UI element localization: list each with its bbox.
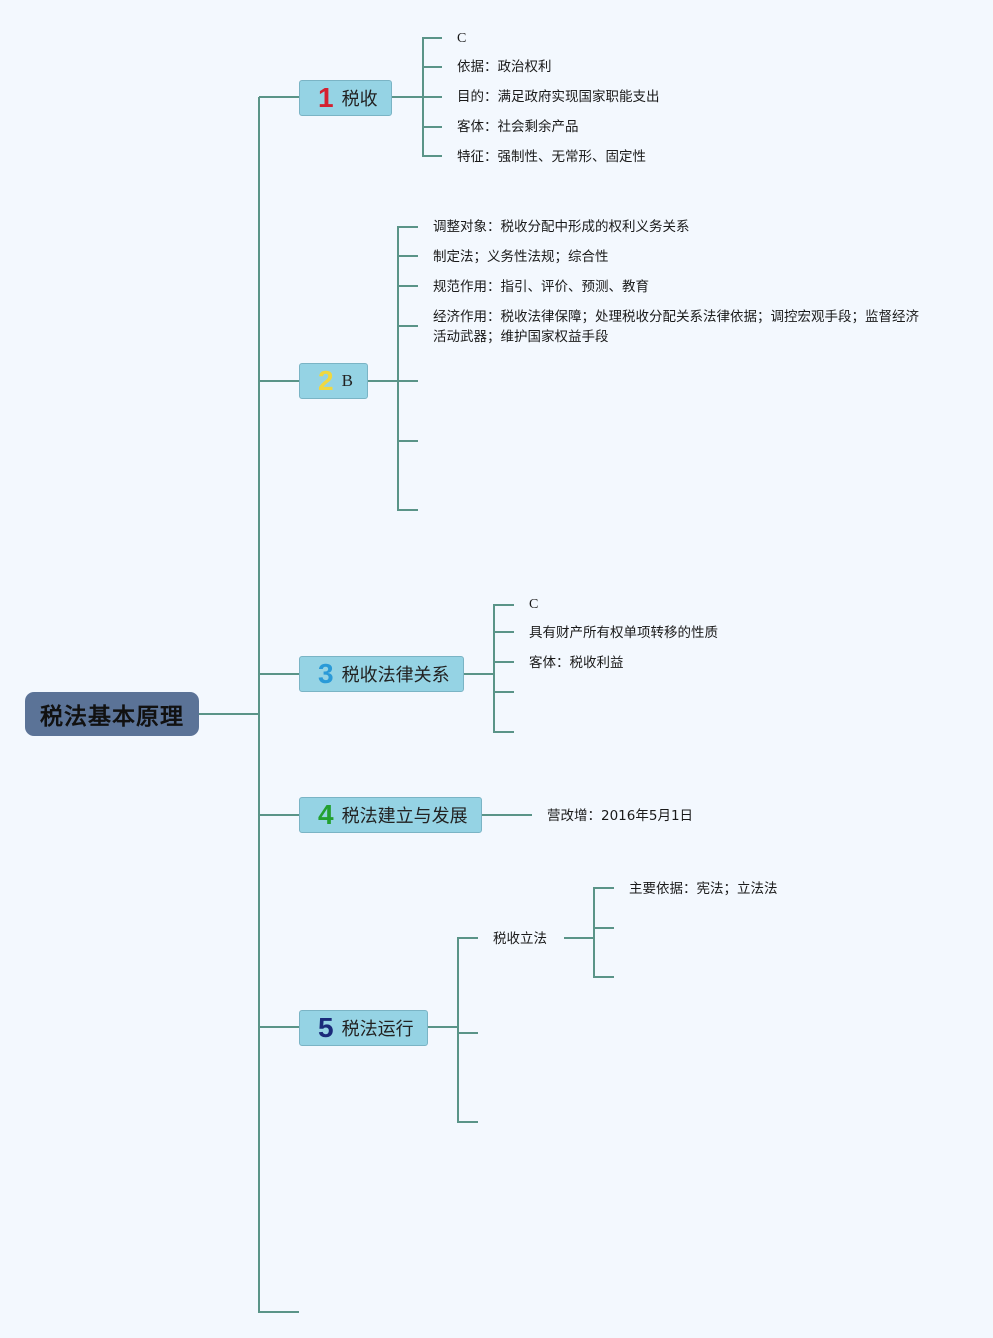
leaf-node[interactable]: 客体：社会剩余产品 bbox=[457, 119, 579, 135]
root-label: 税法基本原理 bbox=[40, 704, 184, 730]
topic-label: B bbox=[341, 371, 353, 390]
leaf-node[interactable]: 特征：强制性、无常形、固定性 bbox=[457, 149, 646, 165]
leaf-node[interactable]: 主要依据：宪法；立法法 bbox=[629, 881, 778, 897]
topic-label: 税收法律关系 bbox=[341, 665, 450, 686]
leaf-node[interactable]: 营改增：2016年5月1日 bbox=[547, 808, 694, 824]
topic-label: 税法建立与发展 bbox=[341, 806, 468, 827]
leaf-node[interactable]: 经济作用：税收法律保障；处理税收分配关系法律依据；调控宏观手段；监督经济活动武器… bbox=[433, 309, 919, 345]
number-4-icon: 4 bbox=[318, 799, 334, 830]
leaf-node[interactable]: 客体：税收利益 bbox=[529, 655, 624, 671]
leaf-node[interactable]: 规范作用：指引、评价、预测、教育 bbox=[433, 279, 649, 295]
topic-label: 税法运行 bbox=[341, 1019, 414, 1040]
number-2-icon: 2 bbox=[318, 365, 334, 396]
number-3-icon: 3 bbox=[318, 658, 334, 689]
number-1-icon: 1 bbox=[318, 82, 334, 113]
leaf-node[interactable]: 目的：满足政府实现国家职能支出 bbox=[457, 89, 660, 105]
topic-4-node[interactable]: 4 税法建立与发展 bbox=[299, 797, 482, 833]
leaf-node[interactable]: 制定法；义务性法规；综合性 bbox=[433, 249, 609, 265]
topic-5-node[interactable]: 5 税法运行 bbox=[299, 1010, 428, 1046]
leaf-node[interactable]: C bbox=[529, 597, 539, 612]
root-node[interactable]: 税法基本原理 bbox=[25, 692, 199, 736]
topic-2-node[interactable]: 2 B bbox=[299, 363, 368, 399]
number-5-icon: 5 bbox=[318, 1012, 334, 1043]
subtopic-node[interactable]: 税收立法 bbox=[493, 931, 547, 947]
leaf-node[interactable]: 依据：政治权利 bbox=[457, 59, 552, 75]
leaf-node[interactable]: 具有财产所有权单项转移的性质 bbox=[529, 625, 718, 641]
topic-3-node[interactable]: 3 税收法律关系 bbox=[299, 656, 464, 692]
topic-label: 税收 bbox=[341, 89, 378, 110]
topic-1-node[interactable]: 1 税收 bbox=[299, 80, 392, 116]
leaf-node[interactable]: 调整对象：税收分配中形成的权利义务关系 bbox=[433, 219, 690, 235]
leaf-node[interactable]: C bbox=[457, 31, 467, 46]
